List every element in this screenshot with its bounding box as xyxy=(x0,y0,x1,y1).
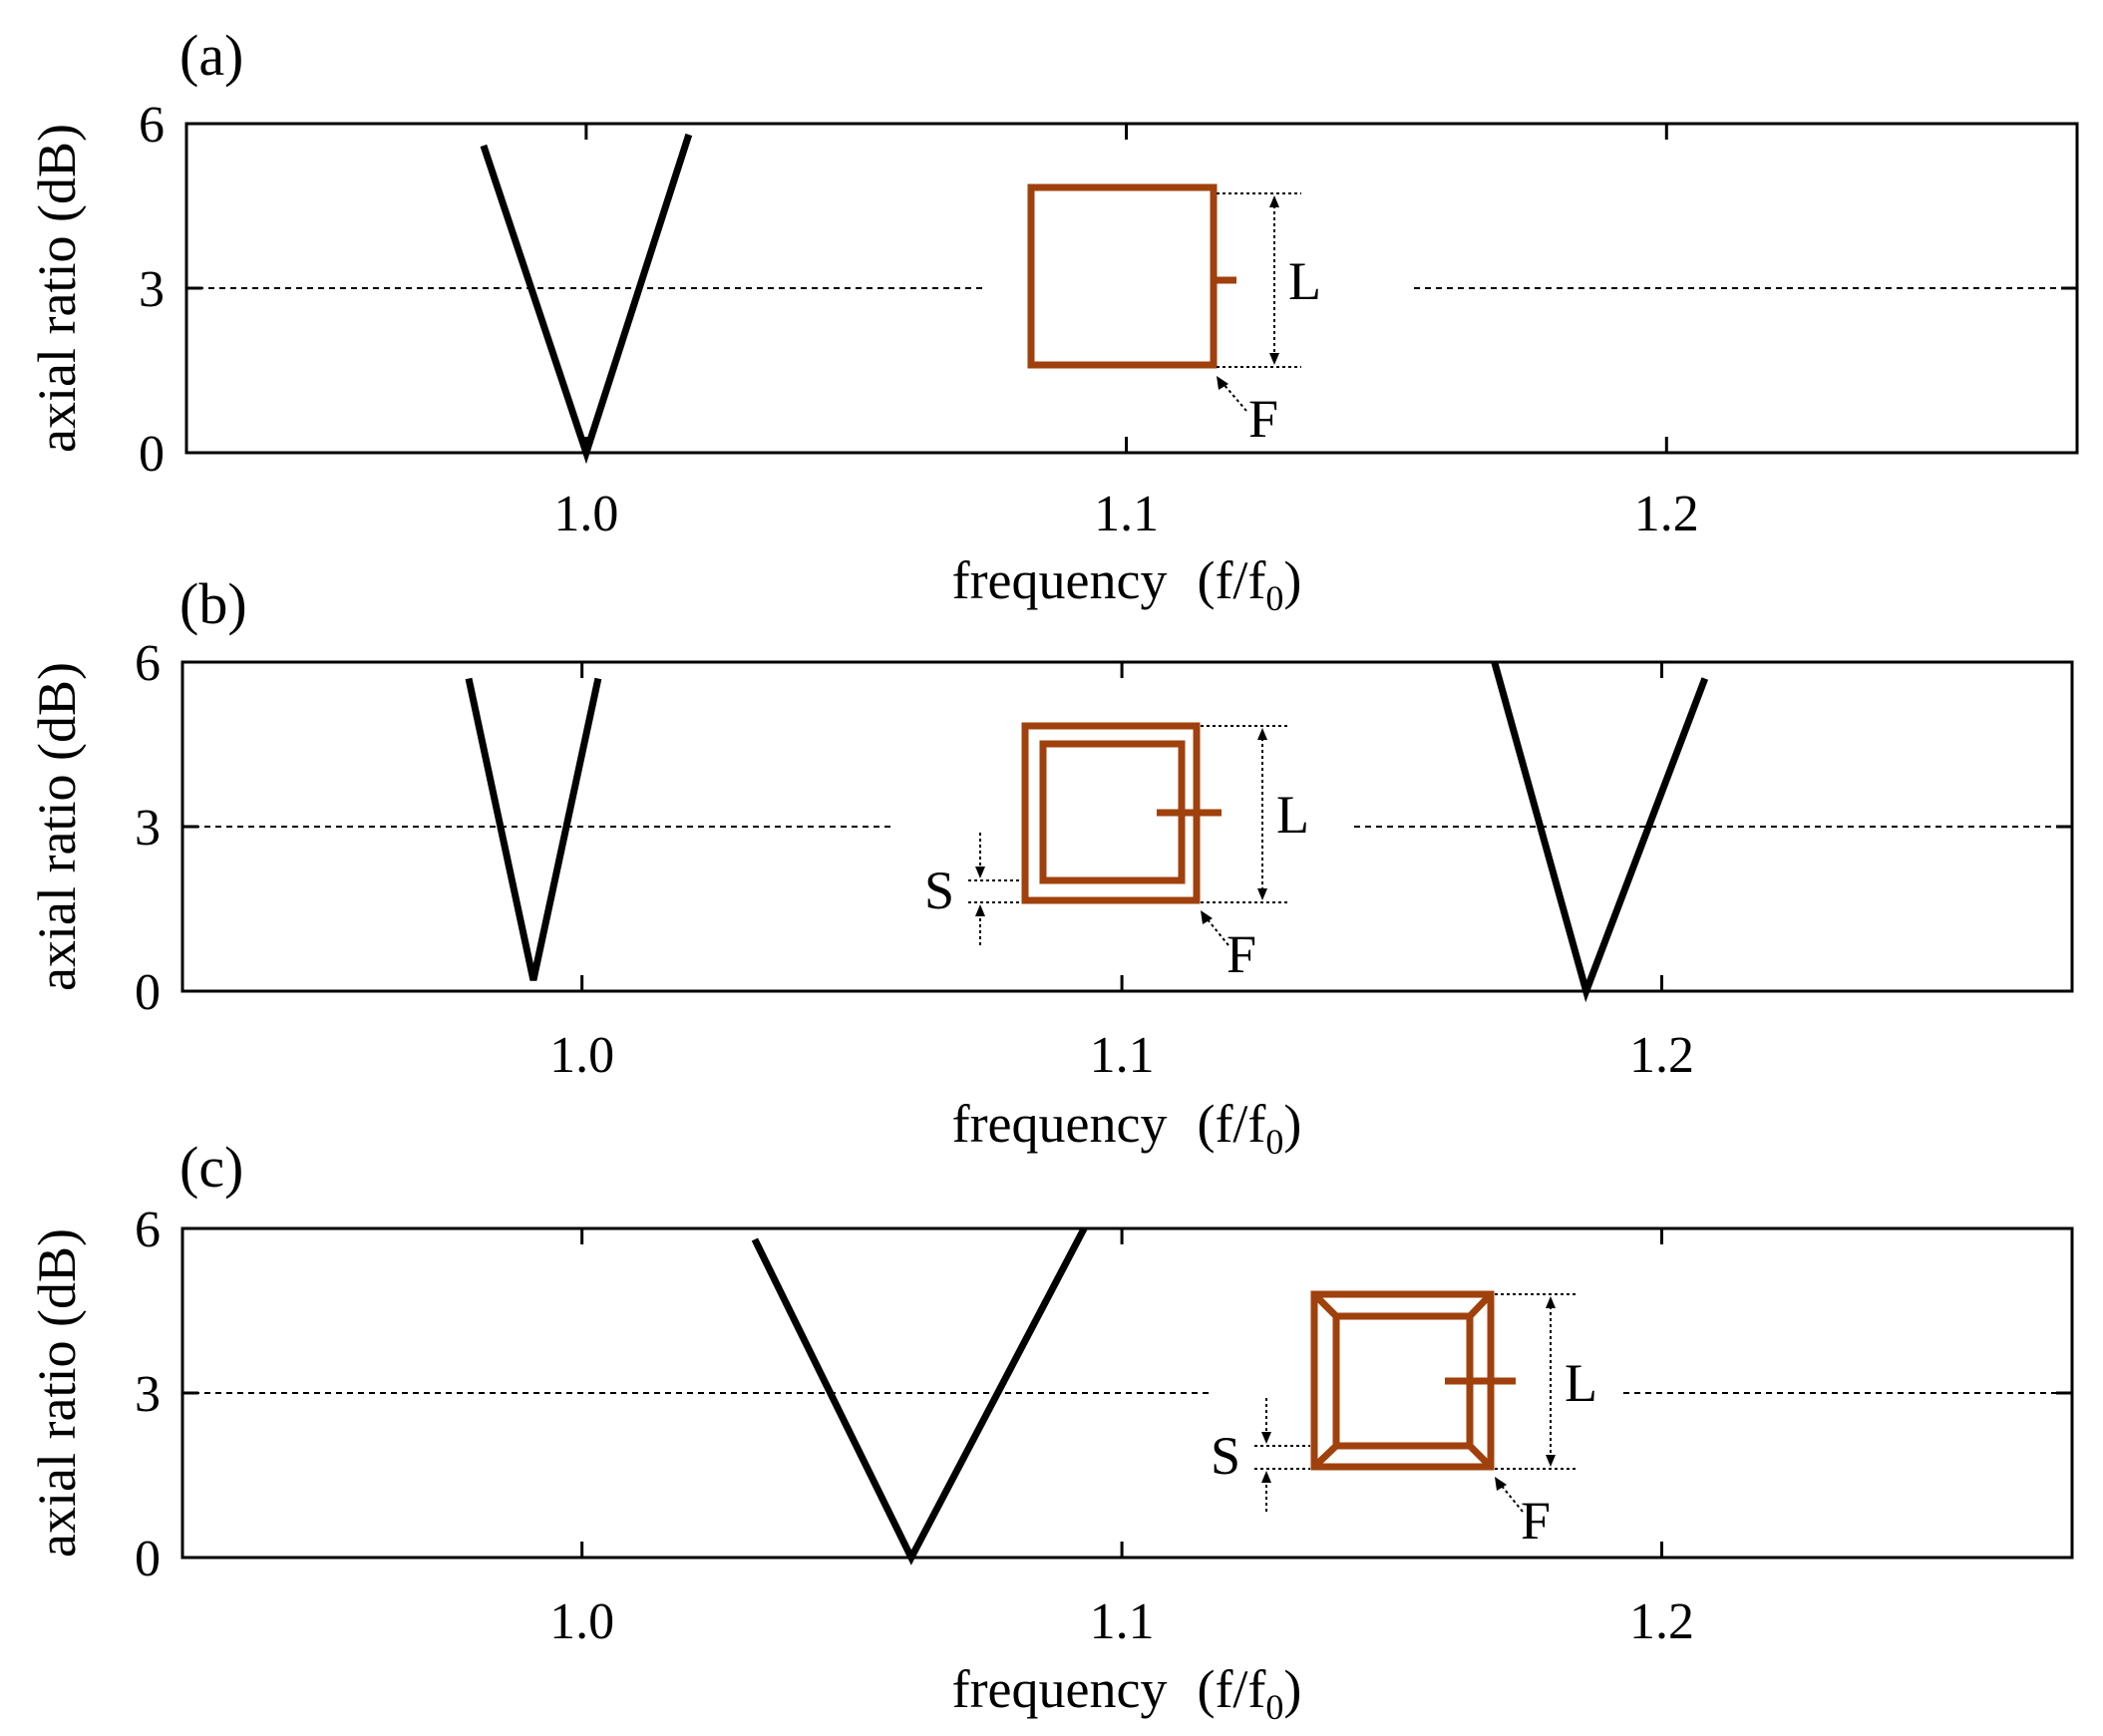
square-loop xyxy=(1027,183,1218,369)
feed-label-F: F xyxy=(1521,1491,1551,1551)
y-axis-title: axial ratio (dB) xyxy=(27,1228,87,1558)
x-axis-title: frequency (f/f0) xyxy=(952,1659,1302,1727)
chamfer-connector xyxy=(1467,1443,1494,1470)
x-tick-label: 1.2 xyxy=(1634,486,1699,542)
axial-ratio-curve-1 xyxy=(465,677,602,981)
y-tick-label: 3 xyxy=(135,1366,161,1423)
antenna-inset: L S F xyxy=(924,722,1309,984)
x-axis-title: frequency (f/f0) xyxy=(952,550,1302,618)
y-tick-label: 3 xyxy=(135,800,161,857)
antenna-inset: LF xyxy=(1027,183,1321,449)
feed-label-F: F xyxy=(1227,924,1256,984)
dimension-label-L: L xyxy=(1288,251,1321,311)
y-tick-label: 0 xyxy=(135,1531,161,1587)
x-tick-label: 1.0 xyxy=(553,486,618,542)
x-axis-title: frequency (f/f0) xyxy=(952,1094,1302,1162)
arrow-head xyxy=(975,904,985,916)
plot-frame xyxy=(184,122,2079,455)
dimension-label-S: S xyxy=(924,861,954,920)
arrow-head xyxy=(975,867,985,878)
chamfer-connector xyxy=(1311,1291,1339,1319)
y-tick-label: 3 xyxy=(139,261,165,318)
axial-ratio-curve-1 xyxy=(751,1226,1088,1565)
x-tick-label: 1.2 xyxy=(1629,1027,1694,1084)
x-tick-label: 1.0 xyxy=(549,1027,614,1084)
arrow-head xyxy=(1217,376,1228,390)
arrow-head xyxy=(1257,888,1267,900)
panel-label: (c) xyxy=(179,1135,243,1200)
panel-label: (a) xyxy=(179,23,243,88)
arrow-head xyxy=(1495,1477,1507,1491)
x-axis-title-unit: (f/f xyxy=(1197,1659,1265,1719)
arrow-head xyxy=(1201,910,1213,924)
arrow-head xyxy=(1269,353,1279,365)
antenna-inset: L S F xyxy=(1211,1290,1597,1551)
feed-pointer xyxy=(1222,382,1247,412)
feed-pointer xyxy=(1500,1484,1524,1513)
arrow-head xyxy=(1269,195,1279,207)
chamfer-connector xyxy=(1467,1291,1494,1319)
axial-ratio-curve-2 xyxy=(1491,661,1709,1003)
x-tick-label: 1.1 xyxy=(1090,1027,1155,1084)
x-tick-label: 1.1 xyxy=(1090,1593,1155,1650)
dimension-label-S: S xyxy=(1211,1426,1240,1486)
feed-label-F: F xyxy=(1248,389,1278,449)
x-axis-title-close: ) xyxy=(1283,550,1301,610)
x-tick-label: 1.1 xyxy=(1094,486,1159,542)
x-tick-label: 1.2 xyxy=(1629,1593,1694,1650)
feed-pointer xyxy=(1206,917,1229,946)
x-axis-title-sub: 0 xyxy=(1265,1687,1283,1727)
arrow-head xyxy=(1261,1432,1271,1444)
panel-label: (b) xyxy=(179,571,247,636)
x-axis-title-sub: 0 xyxy=(1265,578,1283,618)
arrow-head xyxy=(1546,1455,1556,1467)
arrow-head xyxy=(1261,1471,1271,1483)
dimension-label-L: L xyxy=(1565,1353,1597,1413)
x-axis-title-unit: (f/f xyxy=(1197,550,1265,610)
x-axis-title-unit: (f/f xyxy=(1197,1094,1265,1154)
x-tick-label: 1.0 xyxy=(549,1593,614,1650)
dimension-label-L: L xyxy=(1276,785,1309,845)
arrow-head xyxy=(1257,728,1267,740)
x-axis-title-main: frequency xyxy=(952,1094,1168,1154)
x-axis-title-close: ) xyxy=(1283,1659,1301,1719)
x-axis-title-close: ) xyxy=(1283,1094,1301,1154)
chamfer-connector xyxy=(1311,1443,1339,1470)
arrow-head xyxy=(1546,1296,1556,1308)
x-axis-title-main: frequency xyxy=(952,1659,1168,1719)
y-axis-title: axial ratio (dB) xyxy=(27,124,87,453)
x-axis-title-main: frequency xyxy=(952,550,1168,610)
y-tick-label: 0 xyxy=(139,426,165,483)
plot-frame xyxy=(180,660,2074,993)
y-tick-label: 0 xyxy=(135,964,161,1021)
axial-ratio-curve-1 xyxy=(480,133,693,465)
x-axis-title-sub: 0 xyxy=(1265,1122,1283,1162)
y-tick-label: 6 xyxy=(139,97,165,154)
y-tick-label: 6 xyxy=(135,635,161,692)
y-tick-label: 6 xyxy=(135,1202,161,1258)
y-axis-title: axial ratio (dB) xyxy=(27,662,87,991)
